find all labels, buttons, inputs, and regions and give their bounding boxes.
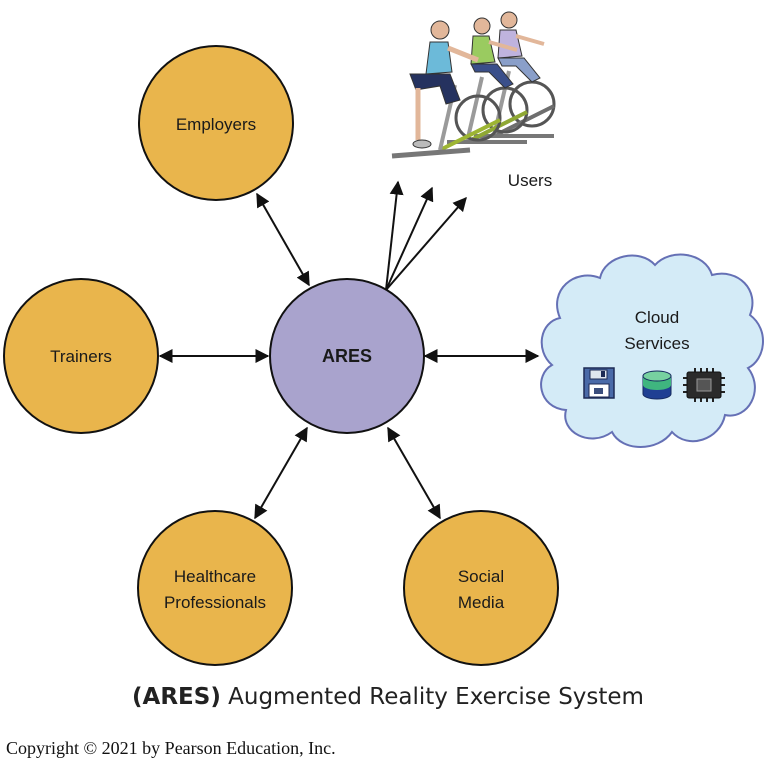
floppy-disk-icon <box>583 367 615 399</box>
social-media-circle <box>403 510 559 666</box>
node-social-media: Social Media <box>403 510 559 666</box>
node-employers: Employers <box>138 45 294 201</box>
arrow-social <box>387 426 441 520</box>
healthcare-label-line2: Professionals <box>164 593 266 612</box>
node-cloud-services: Cloud Services <box>540 253 764 448</box>
node-trainers: Trainers <box>3 278 159 434</box>
social-media-label-line2: Media <box>458 593 505 612</box>
trainers-label: Trainers <box>50 347 112 366</box>
rider-1 <box>391 20 502 159</box>
copyright-notice: Copyright © 2021 by Pearson Education, I… <box>6 738 336 758</box>
users-label: Users <box>508 171 552 190</box>
database-icon <box>642 370 672 400</box>
arrow-user-2 <box>385 186 434 291</box>
users-illustration: Users <box>391 11 556 190</box>
arrow-healthcare <box>254 426 308 520</box>
chip-icon <box>683 368 725 402</box>
healthcare-label-line1: Healthcare <box>174 567 256 586</box>
cloud-label-line1: Cloud <box>635 308 679 327</box>
node-healthcare: Healthcare Professionals <box>137 510 293 666</box>
diagram-caption: (ARES) Augmented Reality Exercise System <box>0 684 776 710</box>
arrow-user-3 <box>385 196 467 291</box>
connectors <box>158 180 540 520</box>
social-media-label-line1: Social <box>458 567 504 586</box>
node-ares: ARES <box>269 278 425 434</box>
employers-label: Employers <box>176 115 256 134</box>
caption-text: Augmented Reality Exercise System <box>220 684 644 710</box>
cloud-label-line2: Services <box>624 334 689 353</box>
healthcare-circle <box>137 510 293 666</box>
caption-acronym: (ARES) <box>132 684 221 710</box>
ares-circle <box>269 278 425 434</box>
employers-circle <box>138 45 294 201</box>
ares-label: ARES <box>322 346 372 366</box>
arrow-user-1 <box>385 180 404 291</box>
trainers-circle <box>3 278 159 434</box>
arrow-employers <box>256 192 310 287</box>
